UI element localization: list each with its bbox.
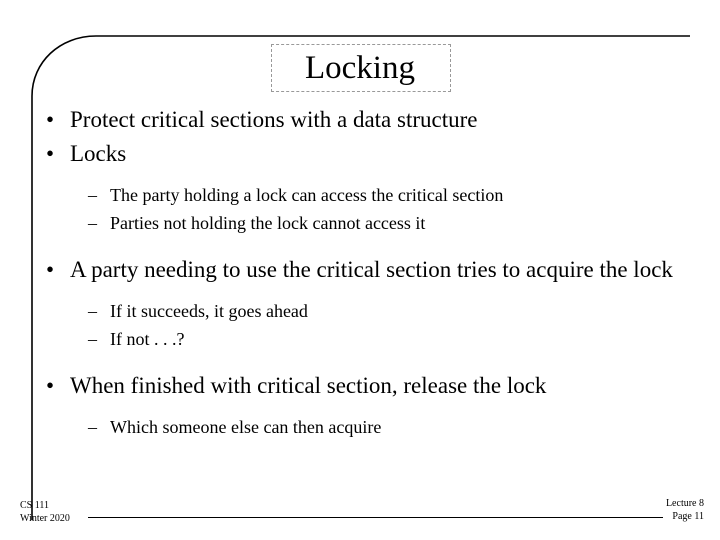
bullet-marker: – [88, 329, 97, 349]
spacer [28, 287, 692, 297]
bullet-text: If it succeeds, it goes ahead [110, 301, 308, 321]
sub-bullet-item: – Parties not holding the lock cannot ac… [28, 209, 692, 237]
spacer [28, 353, 692, 369]
spacer [28, 237, 692, 253]
bullet-item: • Locks [28, 137, 692, 171]
bullet-text: When finished with critical section, rel… [70, 373, 547, 398]
footer-page-info: Lecture 8 Page 11 [666, 497, 704, 523]
footer-term: Winter 2020 [20, 513, 70, 524]
bullet-text: If not . . .? [110, 329, 185, 349]
bullet-marker: – [88, 417, 97, 437]
bullet-item: • Protect critical sections with a data … [28, 103, 692, 137]
bullet-text: Parties not holding the lock cannot acce… [110, 213, 426, 233]
sub-bullet-item: – If it succeeds, it goes ahead [28, 297, 692, 325]
slide-body: • Protect critical sections with a data … [28, 103, 692, 441]
sub-bullet-item: – The party holding a lock can access th… [28, 181, 692, 209]
footer-lecture: Lecture 8 [665, 498, 704, 509]
bullet-text: A party needing to use the critical sect… [70, 257, 673, 282]
footer-course-info: CS 111 Winter 2020 [20, 499, 70, 525]
bullet-marker: • [46, 107, 55, 132]
bullet-marker: – [88, 185, 97, 205]
footer-divider [88, 517, 663, 518]
bullet-text: The party holding a lock can access the … [110, 185, 504, 205]
bullet-text: Locks [70, 141, 127, 166]
bullet-marker: • [46, 257, 55, 282]
bullet-text: Protect critical sections with a data st… [70, 107, 478, 132]
sub-bullet-item: – Which someone else can then acquire [28, 413, 692, 441]
bullet-text: Which someone else can then acquire [110, 417, 382, 437]
spacer [28, 403, 692, 413]
bullet-item: • A party needing to use the critical se… [28, 253, 692, 287]
title-placeholder-box [271, 44, 451, 92]
bullet-marker: • [46, 141, 55, 166]
footer-page: Page 11 [672, 511, 704, 522]
bullet-marker: – [88, 301, 97, 321]
spacer [28, 171, 692, 181]
bullet-marker: – [88, 213, 97, 233]
bullet-item: • When finished with critical section, r… [28, 369, 692, 403]
sub-bullet-item: – If not . . .? [28, 325, 692, 353]
page-title: Locking [305, 50, 415, 86]
bullet-marker: • [46, 373, 55, 398]
footer-course: CS 111 [20, 500, 49, 511]
